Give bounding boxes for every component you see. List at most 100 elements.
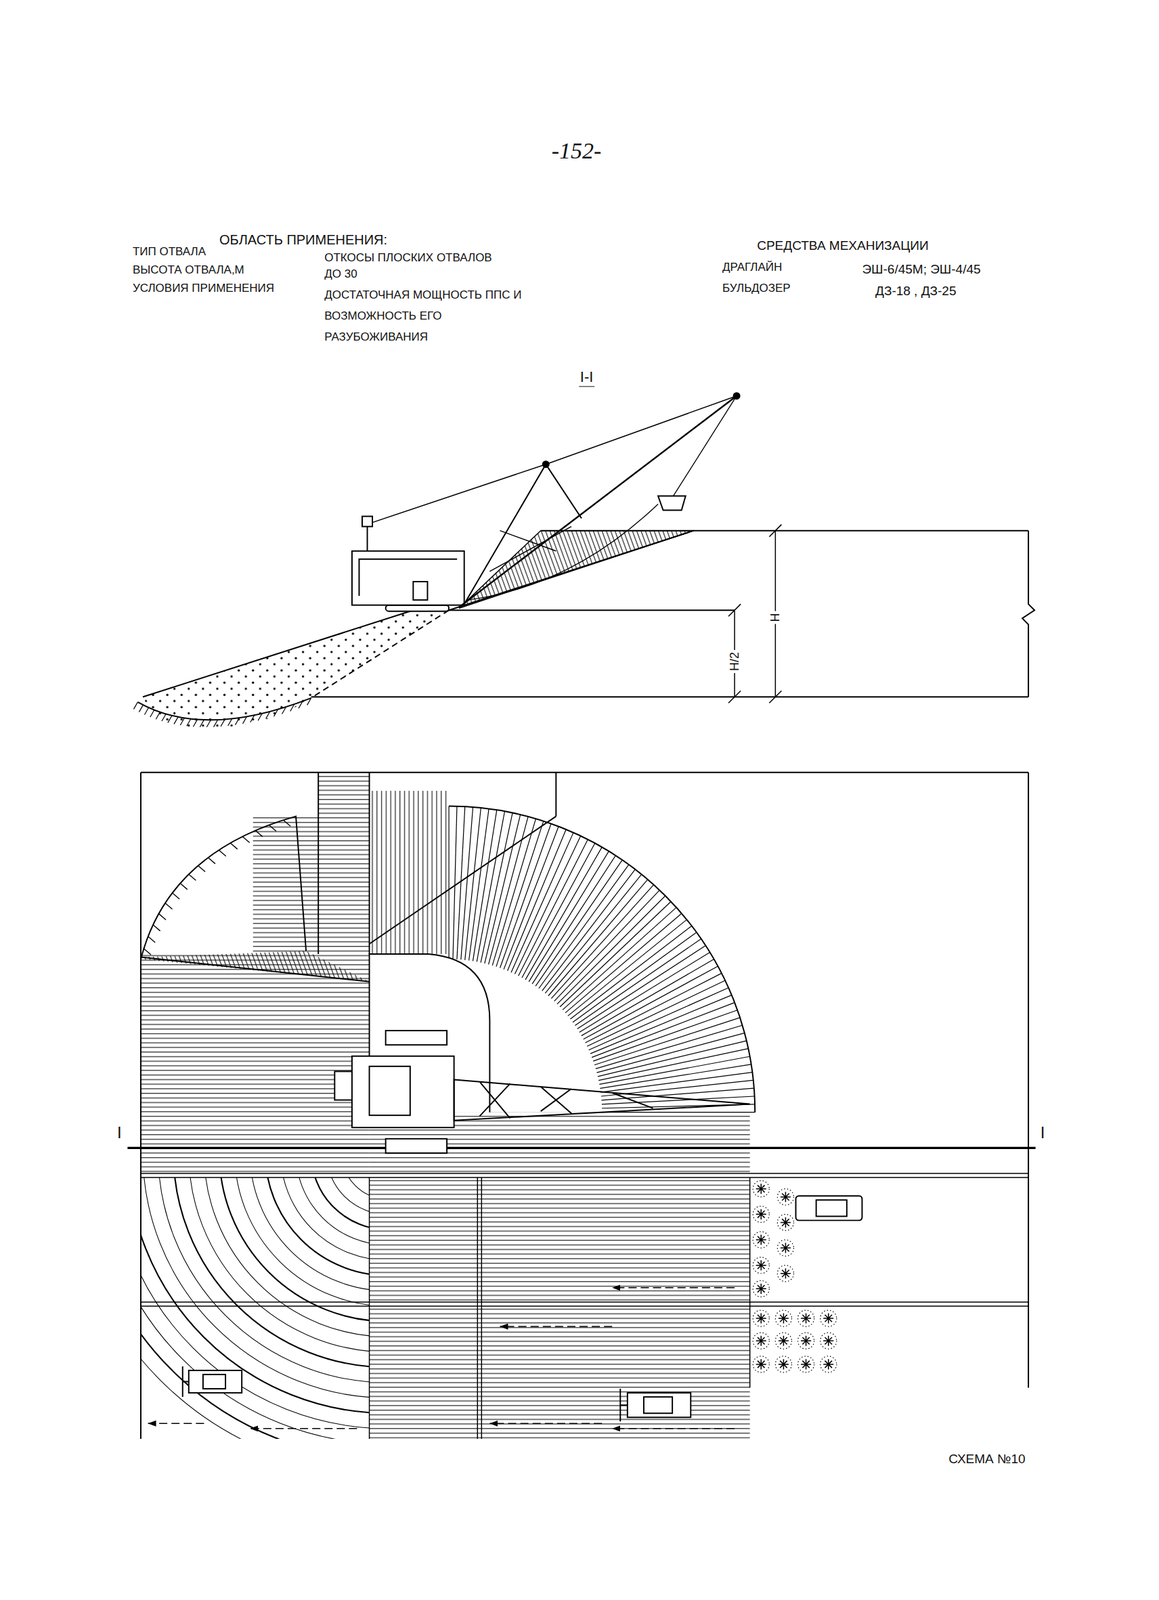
fan-line xyxy=(593,1010,738,1061)
field-value: ДОСТАТОЧНАЯ МОЩНОСТЬ ППС И ВОЗМОЖНОСТЬ Е… xyxy=(324,284,548,348)
field-value: ДЗ-18 , ДЗ-25 xyxy=(875,283,956,299)
field-name: БУЛЬДОЗЕР xyxy=(722,282,791,296)
band-line xyxy=(188,1177,370,1352)
ground-tick xyxy=(167,715,172,724)
tree-crown xyxy=(798,1356,815,1373)
tree-symbol xyxy=(752,1257,770,1274)
heading: ОБЛАСТЬ ПРИМЕНЕНИЯ: xyxy=(219,232,388,248)
ground-tick xyxy=(228,718,233,726)
ground-ticks xyxy=(133,697,311,728)
tree-crown xyxy=(777,1239,794,1256)
slope-tick xyxy=(255,830,263,837)
ground-tick xyxy=(257,713,262,721)
tree-symbol xyxy=(752,1309,770,1327)
tree-crown xyxy=(777,1265,794,1282)
tree-crown xyxy=(752,1356,770,1373)
tree-crown xyxy=(820,1332,837,1349)
ground-tick xyxy=(192,719,198,728)
fan-hatch xyxy=(448,806,755,1113)
frame-line xyxy=(140,772,1029,1439)
dragline-crawler xyxy=(385,1030,447,1045)
bulldozer-blade xyxy=(182,1366,189,1397)
tree-symbol xyxy=(777,1239,794,1256)
tree-crown xyxy=(752,1332,770,1349)
ground-tick xyxy=(133,702,138,710)
tree-mark xyxy=(800,1313,812,1324)
machine-body xyxy=(352,551,465,606)
band-line xyxy=(140,1177,370,1439)
spoil-surface xyxy=(142,609,413,697)
tree-symbol xyxy=(752,1180,770,1197)
fan-arc xyxy=(448,806,755,1113)
tree-symbol xyxy=(752,1205,770,1222)
pendant-rope xyxy=(372,396,737,523)
fan-line xyxy=(567,919,688,1016)
ground-tick xyxy=(150,710,155,718)
tree-mark xyxy=(756,1234,767,1245)
dragline-side xyxy=(352,392,740,612)
truck xyxy=(795,1195,862,1220)
tree-symbol xyxy=(775,1356,792,1373)
crawler xyxy=(385,605,449,612)
band-line xyxy=(356,1177,369,1184)
slope-edge xyxy=(140,957,370,982)
bench-line xyxy=(408,609,735,611)
dragline-body xyxy=(352,1056,455,1128)
bulldozer xyxy=(182,1366,242,1397)
fan-line xyxy=(562,907,677,1010)
dragline-cab xyxy=(369,1066,411,1115)
fan-line xyxy=(599,1056,750,1084)
field-name: ТИП ОТВАЛА xyxy=(132,245,206,259)
tree-symbol xyxy=(752,1332,770,1349)
tree-mark xyxy=(780,1267,791,1279)
fan-line xyxy=(532,855,616,984)
slope-tick xyxy=(283,819,292,826)
tree-symbol xyxy=(798,1332,815,1349)
ground-tick xyxy=(206,719,211,728)
fan-line xyxy=(525,846,602,980)
tree-crown xyxy=(752,1280,770,1297)
brace xyxy=(489,526,572,572)
fan-line xyxy=(572,932,697,1023)
section-line xyxy=(127,1146,1036,1149)
band-line xyxy=(249,1177,369,1291)
slope-tick xyxy=(143,948,151,955)
tree-crown xyxy=(798,1309,815,1327)
tree-symbol xyxy=(752,1231,770,1248)
ground-line xyxy=(311,695,1029,698)
tree-crown xyxy=(775,1309,792,1327)
ground-tick xyxy=(243,716,248,724)
section-mark: I xyxy=(1040,1123,1046,1143)
fan-line xyxy=(452,806,457,960)
slope-tick xyxy=(172,892,181,900)
slope-tick xyxy=(188,873,197,881)
band-line xyxy=(265,1177,370,1276)
fan-line xyxy=(461,806,474,960)
move-arrows xyxy=(148,1287,736,1429)
ground-tick xyxy=(213,719,218,728)
ground-tick xyxy=(290,704,295,712)
ground-tick xyxy=(186,718,191,727)
band-line xyxy=(311,1177,370,1230)
fan-line xyxy=(600,1072,753,1093)
plan-frame xyxy=(127,772,1036,1439)
tree-mark xyxy=(778,1335,789,1346)
tree-crown xyxy=(777,1213,794,1231)
field-name: ВЫСОТА ОТВАЛА,М xyxy=(132,264,245,278)
fan-line xyxy=(535,859,623,986)
fan-line xyxy=(500,823,552,968)
fan-line xyxy=(594,1017,740,1065)
slope-tick xyxy=(152,924,161,931)
fan-line xyxy=(590,995,732,1055)
band-line xyxy=(219,1177,370,1321)
slope-tick xyxy=(242,836,250,843)
ground-tick xyxy=(161,713,166,721)
ground-tick xyxy=(250,714,255,723)
tree-symbol xyxy=(820,1332,837,1349)
ground-tick xyxy=(173,716,179,725)
band-line xyxy=(326,1177,369,1214)
tree-symbol xyxy=(820,1356,837,1373)
fan-line xyxy=(518,839,589,976)
slope-tick xyxy=(159,913,167,920)
